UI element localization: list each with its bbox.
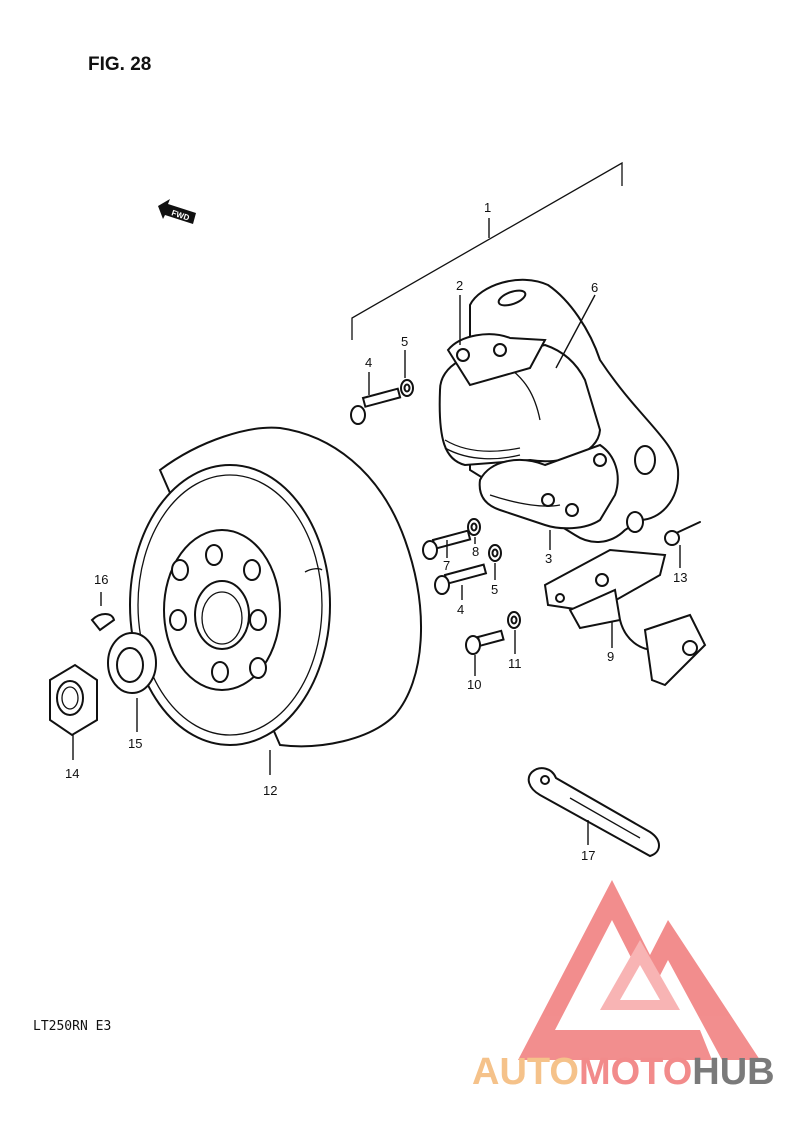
lighting-coil — [478, 443, 619, 530]
leader-6 — [555, 294, 596, 369]
watermark-moto: MOTO — [579, 1051, 692, 1093]
flywheel-washer — [107, 632, 157, 732]
watermark-text: AUTOMOTOHUB — [472, 1051, 775, 1093]
callout-1: 1 — [484, 200, 491, 215]
callout-3: 3 — [545, 551, 552, 566]
screw-13 — [664, 521, 701, 568]
callout-2: 2 — [456, 278, 463, 293]
callout-7: 7 — [443, 558, 450, 573]
callout-16: 16 — [94, 572, 108, 587]
flywheel-rotor — [129, 426, 423, 775]
washer-11 — [507, 611, 521, 654]
wire-clamp — [527, 767, 660, 858]
pickup-coil — [543, 548, 707, 687]
figure-title: FIG. 28 — [88, 54, 151, 75]
callout-9: 9 — [607, 649, 614, 664]
callout-12: 12 — [263, 783, 277, 798]
watermark-logo — [518, 880, 760, 1060]
woodruff-key — [90, 592, 116, 632]
screw-10 — [465, 629, 505, 676]
watermark-auto: AUTO — [472, 1051, 579, 1093]
stator-assembly-bracket — [351, 161, 623, 340]
watermark-hub: HUB — [692, 1051, 774, 1093]
callout-13: 13 — [673, 570, 687, 585]
callout-4-lower: 4 — [457, 602, 464, 617]
callout-11: 11 — [508, 656, 522, 671]
callout-5-lower: 5 — [491, 582, 498, 597]
model-code: LT250RN E3 — [33, 1019, 111, 1034]
forward-direction-arrow: FWD — [158, 199, 196, 224]
screw-4-upper — [350, 372, 402, 425]
callout-10: 10 — [467, 677, 481, 692]
callout-6: 6 — [591, 280, 598, 295]
flywheel-nut — [49, 663, 98, 760]
screw-4-lower — [434, 563, 488, 600]
callout-14: 14 — [65, 766, 79, 781]
callout-15: 15 — [128, 736, 142, 751]
callout-4-upper: 4 — [365, 355, 372, 370]
washer-5-lower — [488, 544, 502, 580]
washer-5-upper — [400, 350, 414, 397]
charging-coil — [438, 333, 602, 467]
callout-8: 8 — [472, 544, 479, 559]
screw-7 — [422, 529, 472, 560]
callout-17: 17 — [581, 848, 595, 863]
callout-5-upper: 5 — [401, 334, 408, 349]
washer-8 — [467, 518, 481, 544]
